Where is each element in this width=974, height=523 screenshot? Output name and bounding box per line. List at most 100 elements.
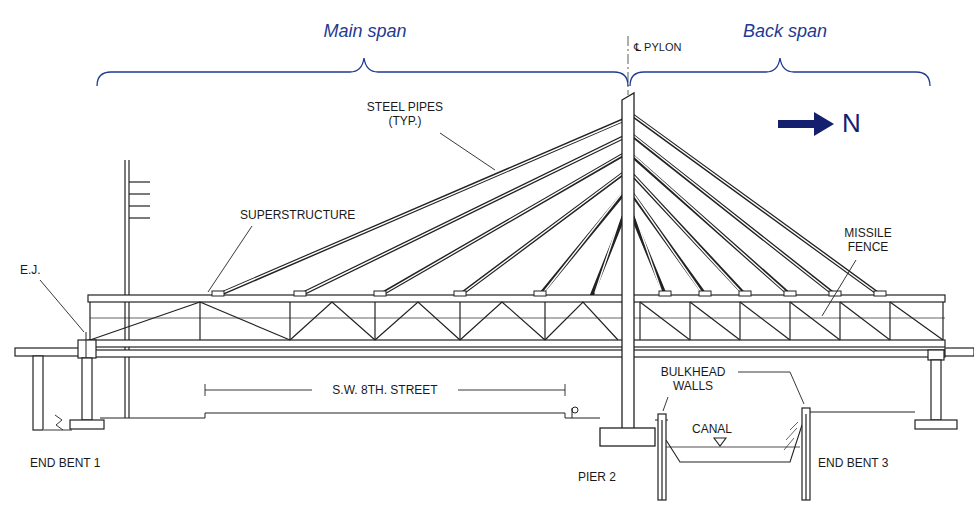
callout-label: STEEL PIPES (TYP.) <box>360 100 450 128</box>
ground-line <box>572 407 578 413</box>
truss <box>374 302 375 340</box>
truss <box>90 302 200 340</box>
stay-cable <box>218 118 628 295</box>
cable-anchor <box>212 291 224 296</box>
leader-line <box>822 260 856 316</box>
break-line <box>55 415 63 430</box>
end-bent <box>945 348 974 356</box>
dimension-line <box>205 384 206 396</box>
truss <box>740 302 790 340</box>
truss <box>290 302 375 340</box>
light-pole <box>128 160 129 418</box>
cable-anchor <box>784 291 796 296</box>
cable-anchor <box>212 291 886 296</box>
leader-line <box>208 226 252 292</box>
end-bent <box>15 348 85 356</box>
stay-cable-core <box>634 195 702 293</box>
cable-anchor <box>534 291 546 296</box>
truss <box>80 295 945 357</box>
truss <box>689 302 690 340</box>
end-bent <box>33 356 43 430</box>
leader-line <box>738 372 804 404</box>
truss <box>460 302 545 340</box>
truss <box>90 318 945 319</box>
pylon <box>600 428 655 446</box>
light-pole <box>125 160 150 418</box>
stay-cable-core <box>634 212 662 293</box>
north-arrow <box>814 112 834 136</box>
truss <box>790 302 840 340</box>
stay-cable-core <box>634 136 832 293</box>
light-pole <box>124 160 125 418</box>
stay-cable-core <box>543 193 622 293</box>
truss <box>889 302 890 340</box>
ground-line <box>100 407 915 420</box>
end-bent <box>70 420 104 429</box>
light-pole <box>129 193 150 194</box>
light-pole <box>129 181 150 182</box>
leader-line <box>663 397 668 411</box>
end-bent <box>915 420 957 429</box>
canal <box>786 428 797 440</box>
cable-anchor <box>294 291 306 296</box>
span-title: Back span <box>725 20 845 42</box>
center-line <box>628 36 629 95</box>
truss <box>89 302 90 340</box>
stay-cable <box>460 170 628 295</box>
north-arrow <box>778 112 834 136</box>
support-label: PIER 2 <box>578 470 616 484</box>
stay-cable-core <box>595 212 622 293</box>
truss <box>545 302 618 340</box>
truss <box>690 302 740 340</box>
stay-cable-core <box>222 121 622 293</box>
stay-cable <box>380 152 628 295</box>
north-arrow <box>778 120 816 128</box>
dimension-label: S.W. 8TH. STREET <box>312 383 458 397</box>
truss <box>289 302 290 340</box>
end-bent <box>78 340 96 358</box>
canal <box>666 422 802 462</box>
ground-line <box>810 412 915 413</box>
stay-cable <box>628 152 790 295</box>
stay-cable <box>628 112 880 295</box>
end-bent <box>928 350 944 360</box>
break-line <box>44 415 72 430</box>
truss <box>200 302 290 340</box>
end-bent <box>82 358 92 420</box>
north-label: N <box>842 108 861 138</box>
cable-anchor <box>699 291 711 296</box>
canal <box>666 425 802 462</box>
truss <box>739 302 740 340</box>
sheet-pile <box>658 414 666 500</box>
sheet-pile <box>802 408 810 500</box>
span-brace <box>97 58 628 86</box>
break-line <box>44 430 72 431</box>
leader-line <box>440 133 495 170</box>
cable-anchor <box>374 291 386 296</box>
ground-line <box>100 413 600 418</box>
truss <box>80 350 945 357</box>
cable-anchor <box>739 291 751 296</box>
centerline-label: ℄ PYLON <box>634 40 681 54</box>
sheet-pile <box>661 420 662 500</box>
span-title: Main span <box>300 20 430 42</box>
stay-cable <box>628 132 835 295</box>
truss <box>639 302 640 340</box>
canal <box>790 422 798 430</box>
truss <box>789 302 790 340</box>
stay-cable-core <box>222 116 877 293</box>
truss <box>544 302 545 340</box>
stay-cable-core <box>384 155 622 293</box>
dimension-line <box>205 384 565 396</box>
end-bent <box>931 360 941 420</box>
light-pole <box>129 205 150 206</box>
end-bent <box>15 340 974 430</box>
dimension-line <box>565 384 566 396</box>
sheet-pile <box>658 408 810 500</box>
span-brace <box>630 58 930 86</box>
stay-cable <box>628 170 745 295</box>
canal <box>784 438 794 450</box>
